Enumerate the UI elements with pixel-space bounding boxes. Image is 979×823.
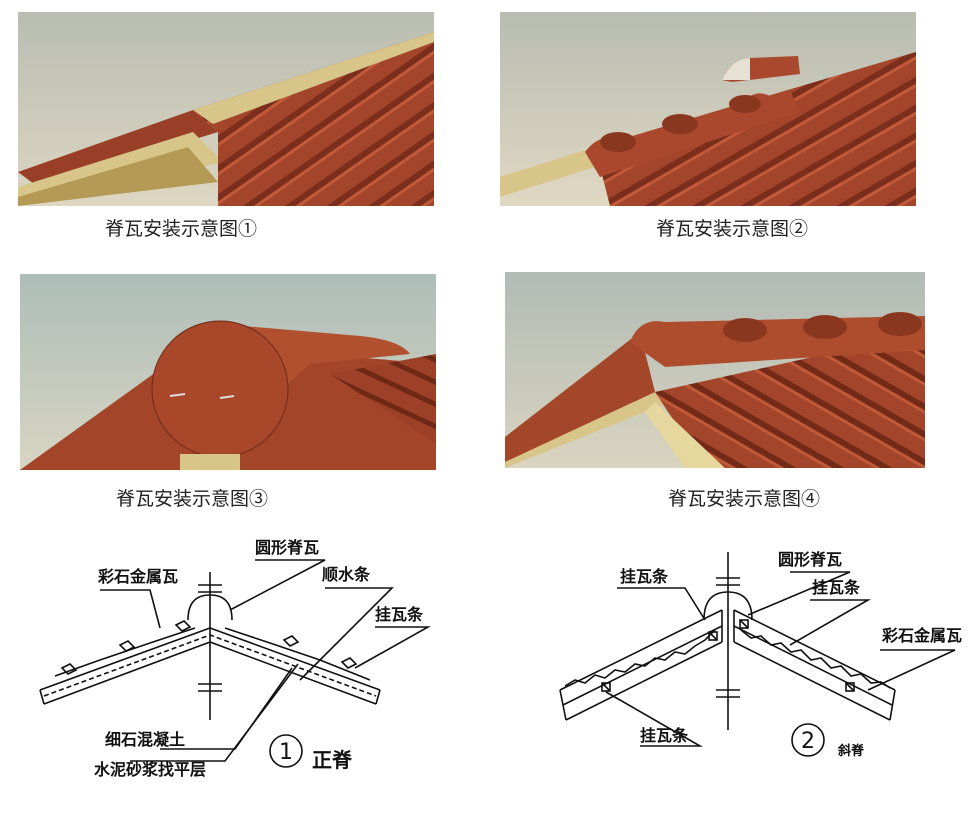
diagram-number-circle-2 (791, 723, 825, 757)
label-round-ridge-tile: 圆形脊瓦 (255, 538, 319, 557)
ridge-photo-1 (18, 12, 434, 206)
diagram-main-ridge: 彩石金属瓦 圆形脊瓦 顺水条 挂瓦条 细石混凝土 水泥砂浆找平层 1 正脊 (39, 538, 432, 779)
label-metal-tile-2: 彩石金属瓦 (881, 626, 962, 645)
caption-fig3: 脊瓦安装示意图③ (116, 488, 269, 510)
label-fine-concrete: 细石混凝土 (105, 730, 185, 749)
label-metal-tile: 彩石金属瓦 (97, 567, 178, 586)
round-ridge-tile-shape-2 (703, 591, 753, 621)
label-tile-batten: 挂瓦条 (375, 605, 424, 624)
label-round-ridge-tile-2: 圆形脊瓦 (778, 550, 842, 569)
label-tile-batten-bottom: 挂瓦条 (640, 726, 689, 745)
label-mortar-layer: 水泥砂浆找平层 (94, 760, 206, 779)
caption-fig1: 脊瓦安装示意图① (105, 218, 258, 240)
diagram-title-main-ridge: 正脊 (312, 748, 353, 772)
ridge-photo-3 (20, 274, 436, 470)
diagram-title-hip-ridge: 斜脊 (837, 743, 865, 759)
ridge-section-diagrams: 彩石金属瓦 圆形脊瓦 顺水条 挂瓦条 细石混凝土 水泥砂浆找平层 1 正脊 (39, 538, 962, 779)
label-counter-batten: 顺水条 (322, 565, 371, 584)
caption-fig4: 脊瓦安装示意图④ (668, 488, 821, 510)
diagram-hip-ridge: 挂瓦条 圆形脊瓦 挂瓦条 彩石金属瓦 挂瓦条 2 斜脊 (559, 550, 962, 759)
label-tile-batten-top: 挂瓦条 (620, 567, 669, 586)
ridge-photo-2 (500, 12, 916, 206)
ridge-photo-4 (505, 272, 925, 468)
diagram-number-circle-1 (269, 734, 303, 768)
label-tile-batten-right: 挂瓦条 (812, 578, 861, 597)
round-ridge-tile-shape (187, 594, 233, 621)
diagram-number-2: 2 (801, 729, 815, 754)
diagram-number-1: 1 (279, 740, 293, 765)
caption-fig2: 脊瓦安装示意图② (656, 218, 809, 240)
